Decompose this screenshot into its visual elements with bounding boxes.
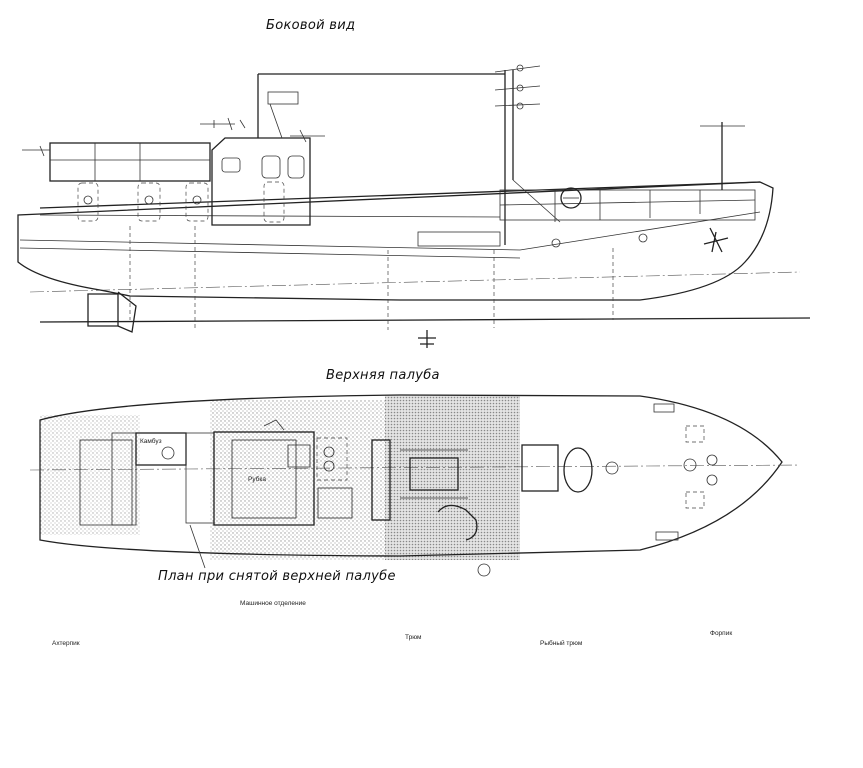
door-1	[77, 182, 99, 222]
plan-aft-label: Ахтерпик	[52, 640, 80, 647]
deck-winch	[563, 447, 593, 493]
wheelhouse	[211, 137, 311, 226]
deck-shade-hatch	[385, 395, 520, 560]
plan-forepeak-label: Форпик	[710, 630, 733, 637]
lower-plan-title: План при снятой верхней палубе	[158, 569, 396, 584]
deck-hull-outline	[39, 394, 783, 557]
plan-hold-label: Трюм	[405, 634, 422, 641]
life-ring	[560, 187, 582, 209]
anchor	[703, 227, 729, 253]
hull-outline	[17, 181, 774, 301]
plan-fish-hold-label: Рыбный трюм	[540, 640, 583, 647]
deck-cabin-box	[213, 431, 315, 526]
deck-galley-label: Камбуз	[140, 438, 162, 445]
propeller	[117, 291, 137, 333]
plan-engine-label: Машинное отделение	[240, 600, 306, 607]
sheer-line	[19, 211, 761, 251]
deck-cabin-label: Рубка	[248, 476, 266, 483]
midship-mark	[418, 330, 436, 348]
deck-centerline	[29, 464, 801, 471]
upper-deck-view	[29, 394, 801, 577]
waterline	[29, 271, 801, 293]
deck-ventilator	[437, 504, 478, 541]
upper-deck-title: Верхняя палуба	[326, 368, 440, 383]
baseline	[39, 317, 811, 323]
side-view	[17, 64, 811, 348]
door-2	[137, 182, 161, 222]
deck-hatch	[409, 457, 459, 491]
aft-deckhouse	[49, 142, 211, 182]
side-view-title: Боковой вид	[266, 18, 356, 33]
door-3	[185, 182, 209, 222]
